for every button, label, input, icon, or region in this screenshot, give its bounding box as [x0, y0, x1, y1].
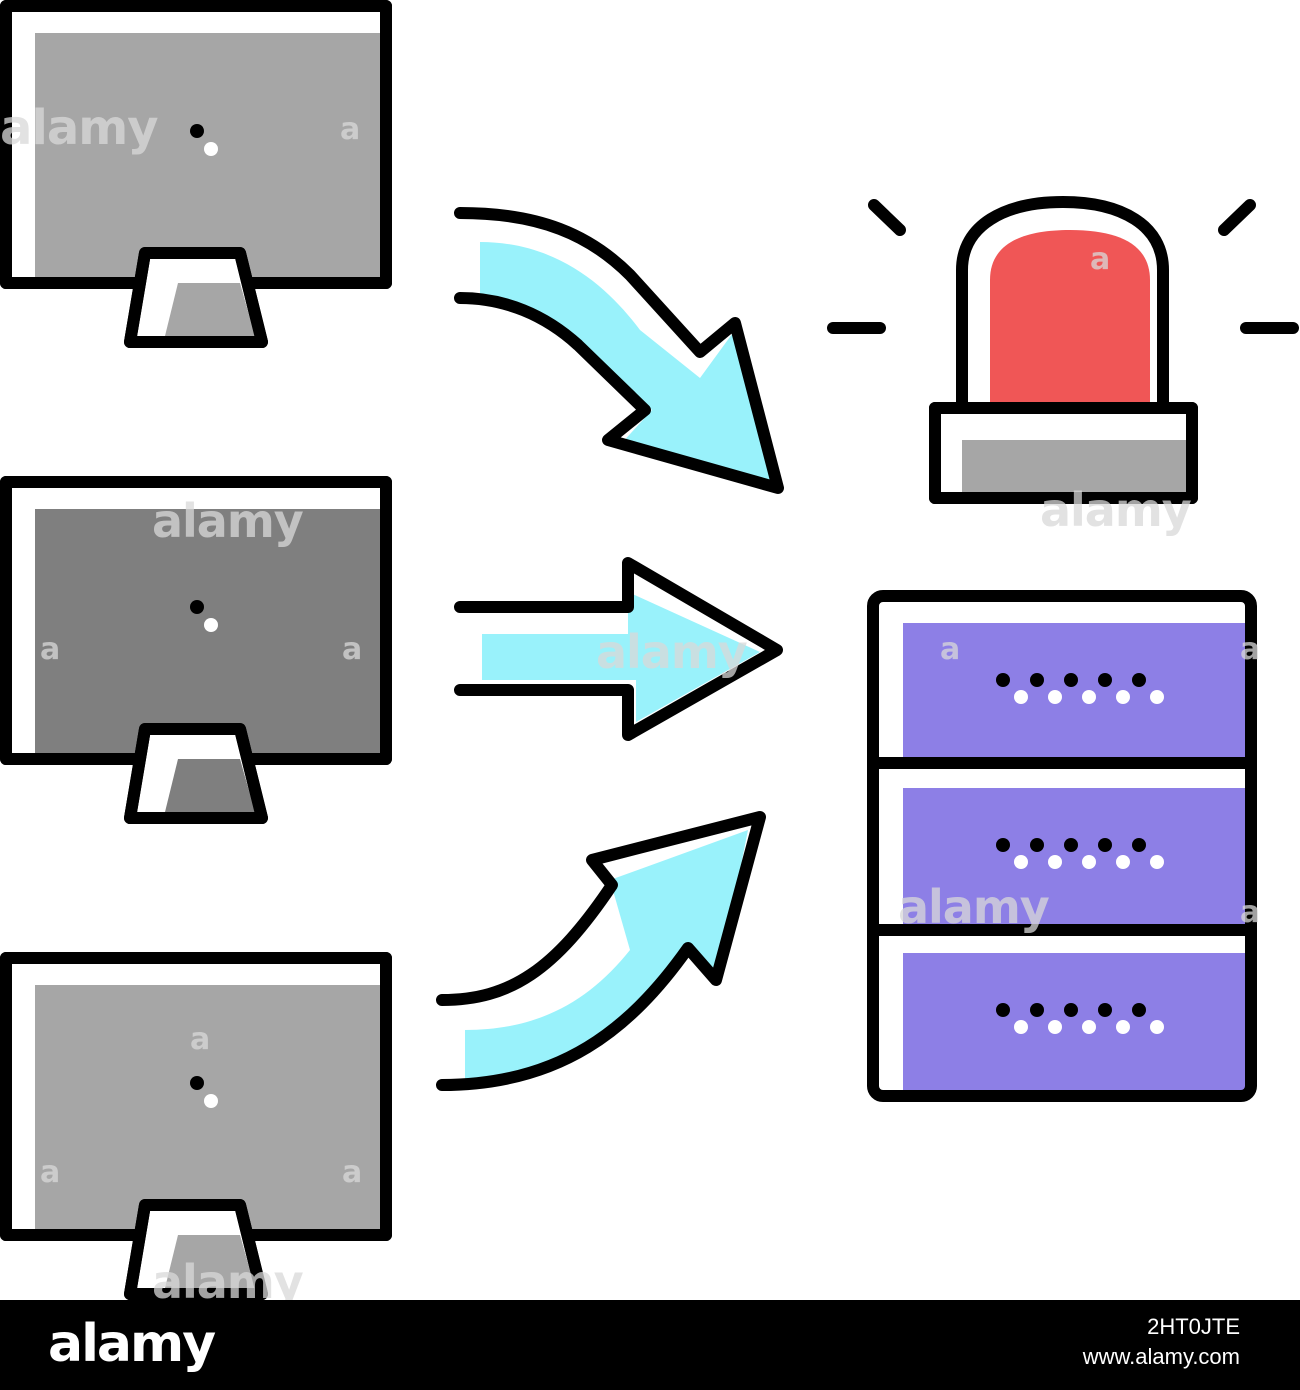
server-led [996, 673, 1010, 687]
server-led [1132, 838, 1146, 852]
watermark-text: alamy [152, 494, 304, 548]
watermark-text: alamy [1040, 483, 1192, 537]
server-led [1098, 838, 1112, 852]
arrow-icon [454, 207, 784, 494]
server-led [1082, 1020, 1096, 1034]
server-led [1116, 690, 1130, 704]
watermark-letter: a [342, 632, 362, 667]
watermark-letter: a [340, 112, 360, 147]
server-led [1150, 1020, 1164, 1034]
server-led [1082, 690, 1096, 704]
server-led [1132, 673, 1146, 687]
monitor-icon [0, 0, 392, 348]
site-url: www.alamy.com [1082, 1344, 1240, 1369]
brand-logo: alamy [48, 1314, 216, 1374]
arrow-icon [454, 557, 783, 741]
watermark-text: alamy [0, 100, 159, 156]
server-led [1048, 1020, 1062, 1034]
image-id: 2HT0JTE [1147, 1314, 1240, 1339]
server-led [1098, 673, 1112, 687]
watermark-letter: a [1090, 242, 1110, 277]
watermark-letter: a [1240, 895, 1260, 930]
server-led [1116, 855, 1130, 869]
server-led [1014, 690, 1028, 704]
server-led [1064, 838, 1078, 852]
watermark-text: alamy [596, 625, 748, 679]
server-led [1150, 855, 1164, 869]
server-led [1064, 1003, 1078, 1017]
server-led [1082, 855, 1096, 869]
server-led [1064, 673, 1078, 687]
server-led [1014, 855, 1028, 869]
server-led [1048, 690, 1062, 704]
server-led [1132, 1003, 1146, 1017]
watermark-letter: a [342, 1155, 362, 1190]
network-alert-illustration [0, 0, 1299, 1300]
server-led [1150, 690, 1164, 704]
server-led [1098, 1003, 1112, 1017]
server-led [1030, 838, 1044, 852]
server-rack-icon [867, 590, 1257, 1102]
watermark-letter: a [40, 632, 60, 667]
server-led [1030, 1003, 1044, 1017]
server-led [996, 838, 1010, 852]
watermark-letter: a [40, 1155, 60, 1190]
watermark-text: alamy [898, 880, 1050, 934]
server-led [1048, 855, 1062, 869]
server-led [1014, 1020, 1028, 1034]
footer-bar: alamy 2HT0JTE www.alamy.com [0, 1300, 1300, 1390]
server-led [1030, 673, 1044, 687]
watermark-letter: a [190, 1022, 210, 1057]
server-led [996, 1003, 1010, 1017]
watermark-letter: a [940, 632, 960, 667]
arrow-icon [436, 811, 766, 1091]
server-led [1116, 1020, 1130, 1034]
watermark-letter: a [1240, 632, 1260, 667]
siren-icon [827, 196, 1299, 504]
monitor-icon [0, 952, 392, 1300]
monitor-icon [0, 476, 392, 824]
